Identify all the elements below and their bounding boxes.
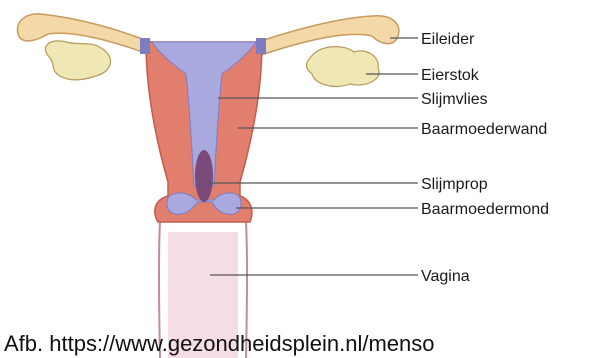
label-slijmvlies: Slijmvlies [421, 91, 488, 108]
label-vagina: Vagina [421, 268, 470, 285]
label-slijmprop: Slijmprop [421, 176, 488, 193]
image-source-caption: Afb. https://www.gezondheidsplein.nl/men… [4, 330, 434, 358]
ovary-left [45, 41, 110, 80]
tube-junction-left [140, 38, 150, 54]
tube-junction-right [256, 38, 266, 54]
label-eileider: Eileider [421, 31, 475, 48]
mucus-plug [195, 150, 213, 202]
label-baarmoedermond: Baarmoedermond [421, 201, 549, 218]
label-baarmoederwand: Baarmoederwand [421, 121, 547, 138]
ovary-right [307, 47, 380, 87]
label-eierstok: Eierstok [421, 67, 480, 84]
